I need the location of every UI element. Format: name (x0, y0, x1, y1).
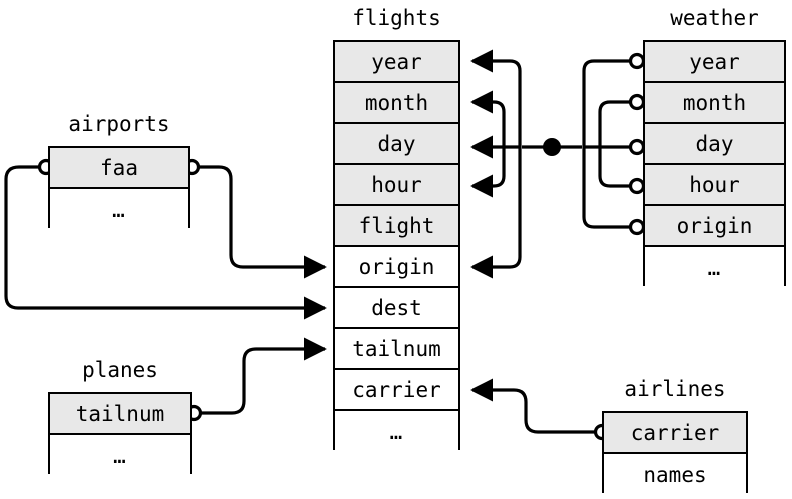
field-label: year (689, 49, 740, 74)
connector-circle-weather-hour (628, 177, 646, 195)
field-planes-tailnum: tailnum (50, 394, 190, 435)
field-airlines-names: names (604, 454, 746, 495)
field-label: tailnum (75, 401, 165, 426)
wire-weather-flights-composite (470, 49, 646, 279)
table-airports: faa … (48, 146, 190, 230)
field-flights-dest: dest (335, 288, 458, 329)
field-planes-ellipsis: … (50, 435, 190, 476)
table-title-planes: planes (82, 358, 158, 382)
table-title-airports: airports (68, 112, 170, 136)
connector-circle-weather-month (628, 93, 646, 111)
field-label: month (682, 90, 747, 115)
field-weather-hour: hour (645, 165, 784, 206)
field-label: hour (371, 172, 422, 197)
table-airlines: carrier names (602, 411, 748, 495)
field-label: flight (358, 213, 435, 238)
table-planes: tailnum … (48, 392, 192, 476)
field-airports-faa: faa (50, 148, 188, 189)
field-label: … (112, 197, 126, 222)
wire-planes-tailnum (185, 337, 327, 422)
field-label: day (377, 131, 416, 156)
field-weather-origin: origin (645, 206, 784, 247)
field-flights-tailnum: tailnum (335, 329, 458, 370)
connector-circle-weather-origin (628, 218, 646, 236)
field-flights-year: year (335, 42, 458, 83)
field-flights-hour: hour (335, 165, 458, 206)
field-label: day (695, 131, 734, 156)
field-weather-year: year (645, 42, 784, 83)
field-label: dest (371, 295, 422, 320)
field-label: origin (676, 213, 753, 238)
field-flights-day: day (335, 124, 458, 165)
field-label: … (707, 255, 722, 280)
field-label: faa (100, 155, 138, 180)
field-flights-origin: origin (335, 247, 458, 288)
table-title-weather: weather (670, 6, 759, 30)
field-label: origin (358, 254, 435, 279)
field-label: names (643, 462, 707, 487)
field-label: … (113, 443, 127, 468)
field-flights-flight: flight (335, 206, 458, 247)
field-flights-carrier: carrier (335, 370, 458, 411)
field-airports-ellipsis: … (50, 189, 188, 230)
field-label: … (389, 419, 404, 444)
table-weather: year month day hour origin … (643, 40, 786, 288)
field-label: tailnum (352, 336, 441, 361)
field-weather-day: day (645, 124, 784, 165)
connector-circle-weather-year (628, 52, 646, 70)
wire-airlines-carrier (470, 378, 611, 441)
field-label: year (371, 49, 422, 74)
field-label: carrier (352, 377, 441, 402)
field-weather-ellipsis: … (645, 247, 784, 288)
table-title-flights: flights (352, 6, 441, 30)
field-flights-month: month (335, 83, 458, 124)
field-flights-ellipsis: … (335, 411, 458, 452)
field-label: carrier (630, 420, 720, 445)
junction-dot (543, 138, 561, 156)
field-label: hour (689, 172, 740, 197)
field-airlines-carrier: carrier (604, 413, 746, 454)
table-flights: year month day hour flight origin dest tailnum c… (333, 40, 460, 452)
field-label: month (364, 90, 429, 115)
field-weather-month: month (645, 83, 784, 124)
table-title-airlines: airlines (624, 377, 726, 401)
connector-circle-weather-day (628, 138, 646, 156)
wire-airports-origin (183, 158, 327, 279)
